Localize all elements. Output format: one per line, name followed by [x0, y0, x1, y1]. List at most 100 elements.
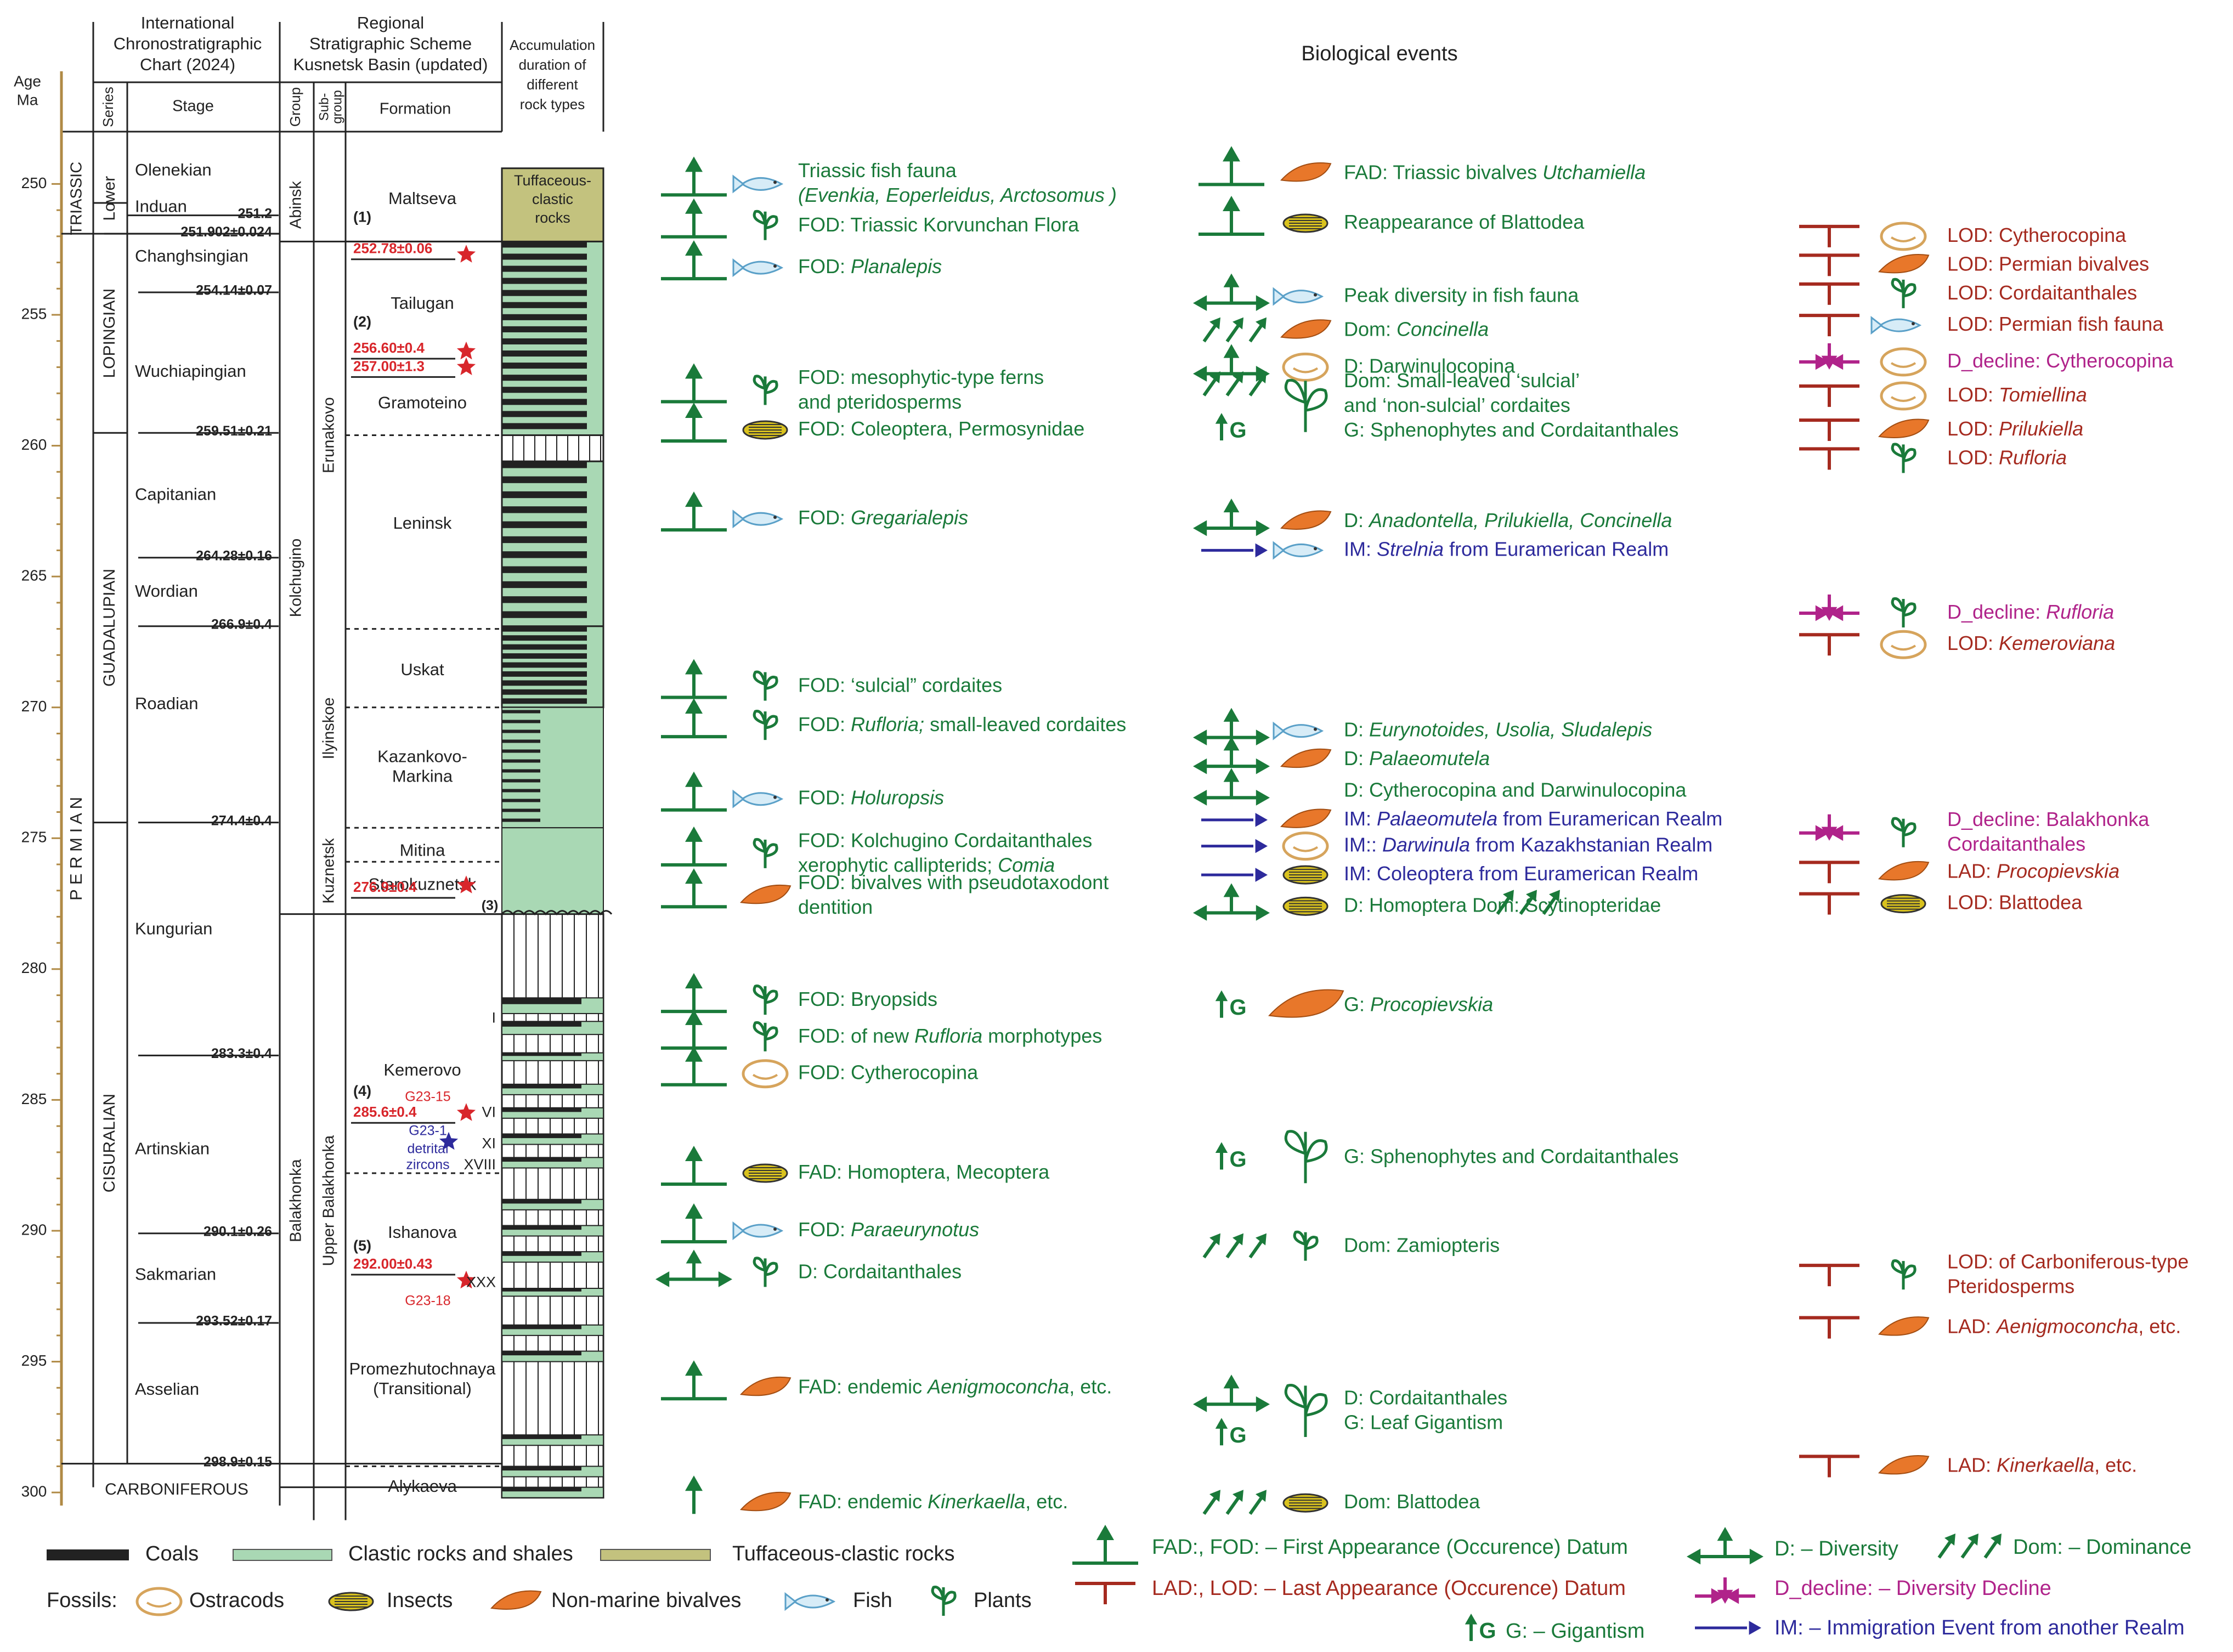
legend-gigantism: G: – Gigantism — [1506, 1620, 1644, 1643]
coal-seam — [502, 998, 581, 1004]
stage-label: Roadian — [135, 694, 198, 713]
marker-label: (3) — [482, 898, 499, 913]
dominance-symbol-icon — [1937, 1534, 2002, 1559]
arrowhead — [685, 1360, 703, 1376]
event-text: IM: Coleoptera from Euramerican Realm — [1344, 862, 1698, 885]
dom-head — [1233, 371, 1243, 383]
event-text-part: FOD: of new — [798, 1024, 914, 1046]
star-icon — [456, 357, 476, 375]
radiometric-date: 276.9±0.4 — [353, 879, 417, 895]
event-text: D: Homoptera Dom: Scytinopteridae — [1344, 893, 1661, 916]
arrowhead — [1193, 295, 1207, 311]
arrowhead — [685, 868, 703, 884]
immigration-symbol-icon — [1201, 839, 1268, 853]
legend-ostracods: Ostracods — [189, 1589, 284, 1612]
formation-label: Markina — [392, 767, 453, 786]
coal-seam — [502, 1466, 581, 1471]
formation-label: Leninsk — [393, 513, 452, 533]
subgroup-header: Sub- — [316, 93, 331, 121]
dom-head — [1991, 1534, 2002, 1546]
lad-symbol-icon — [1075, 1582, 1135, 1604]
plant-icon — [753, 375, 778, 405]
arrowhead — [1193, 366, 1207, 382]
g-letter: G — [1229, 995, 1246, 1020]
event-text-part: FOD: bivalves with pseudotaxodont — [798, 870, 1109, 893]
bivalve-shell — [739, 1376, 792, 1396]
dom-head — [1968, 1534, 1978, 1546]
coal-seam — [502, 476, 587, 483]
regional-header: Stratigraphic Scheme — [309, 34, 472, 53]
fish-eye — [826, 1598, 829, 1602]
event-text: LAD: Aenigmoconcha, etc. — [1947, 1315, 2181, 1337]
stage-label: Sakmarian — [135, 1264, 216, 1283]
age-tick-label: 295 — [21, 1352, 47, 1369]
coal-seam — [502, 265, 587, 272]
clastic-block — [501, 706, 604, 829]
dom-head — [1256, 1490, 1267, 1502]
event-text-part: G: Sphenophytes and Cordaitanthales — [1344, 418, 1678, 441]
dom-head — [1256, 1233, 1267, 1246]
plant-icon — [1891, 443, 1917, 473]
plant-leaf — [753, 985, 767, 1000]
legend-clastic: Clastic rocks and shales — [348, 1542, 573, 1565]
arrowhead — [1215, 413, 1228, 424]
fish-body — [740, 792, 784, 806]
accumulation-header: duration of — [519, 56, 587, 73]
arrowhead — [1256, 758, 1270, 774]
plant-leaf — [753, 838, 767, 853]
event-text-part: Concinella — [1397, 318, 1489, 340]
plant-icon — [1891, 597, 1917, 627]
plant-leaf — [753, 1257, 767, 1272]
fish-eye — [1314, 293, 1317, 297]
fad-symbol-icon — [661, 402, 727, 443]
arrowhead — [1223, 737, 1240, 751]
stage-label: Asselian — [135, 1379, 199, 1399]
age-tick-label: 285 — [21, 1090, 47, 1107]
event-text-part: Gregarialepis — [851, 506, 968, 529]
event-text-part: IM:: — [1344, 833, 1382, 856]
dom-head — [1209, 1490, 1220, 1502]
arrowhead — [1815, 825, 1829, 841]
coal-seam — [502, 689, 587, 695]
fish-icon — [732, 510, 784, 529]
coal-seam — [502, 1084, 581, 1089]
plant-icon — [753, 838, 778, 868]
event-text: FOD: Rufloria; small-leaved cordaites — [798, 713, 1126, 736]
plant-icon — [753, 1021, 778, 1051]
event-text: FOD: Holuropsis — [798, 786, 944, 808]
formation-label: Uskat — [400, 660, 444, 679]
legend-bivalves: Non-marine bivalves — [551, 1589, 741, 1612]
age-header: Age — [14, 72, 41, 89]
series-label: Lower — [100, 176, 118, 221]
dom-head — [1209, 371, 1220, 383]
event-text-part: LAD: — [1947, 859, 1997, 882]
unconformity-line — [501, 910, 613, 916]
system-label: CARBONIFEROUS — [105, 1480, 248, 1498]
fish-body — [740, 512, 784, 526]
fad-symbol-icon — [661, 771, 727, 812]
lad-symbol-icon — [1799, 418, 1859, 441]
tuff-label: Tuffaceous- — [514, 172, 591, 189]
event-text-part: Paraeurynotus — [851, 1218, 979, 1241]
lad-symbol-icon — [1799, 1264, 1859, 1287]
plant-leaf — [1304, 1236, 1319, 1251]
event-text: LOD: Tomiellina — [1947, 383, 2087, 405]
arrowhead — [1193, 790, 1207, 806]
ostracod-line — [1292, 367, 1319, 374]
arrowhead — [1223, 1374, 1240, 1389]
bivalve-shell — [739, 1491, 792, 1512]
event-text: Triassic fish fauna — [798, 159, 957, 181]
plant-leaf — [1304, 1393, 1328, 1417]
arrowhead — [1829, 354, 1844, 370]
arrowhead — [685, 491, 703, 507]
event-text: IM:: Darwinula from Kazakhstanian Realm — [1344, 833, 1712, 856]
age-tick-label: 300 — [21, 1483, 47, 1500]
fish-icon — [1273, 287, 1324, 306]
tuff-label: rocks — [535, 210, 570, 226]
event-text: FOD: Planalepis — [798, 255, 942, 278]
bivalve-icon — [739, 1491, 792, 1512]
event-text-part: Anadontella, Prilukiella, Concinella — [1368, 508, 1672, 531]
coal-seam — [502, 671, 587, 677]
dom-head — [1256, 317, 1267, 330]
age-tick-label: 260 — [21, 436, 47, 453]
